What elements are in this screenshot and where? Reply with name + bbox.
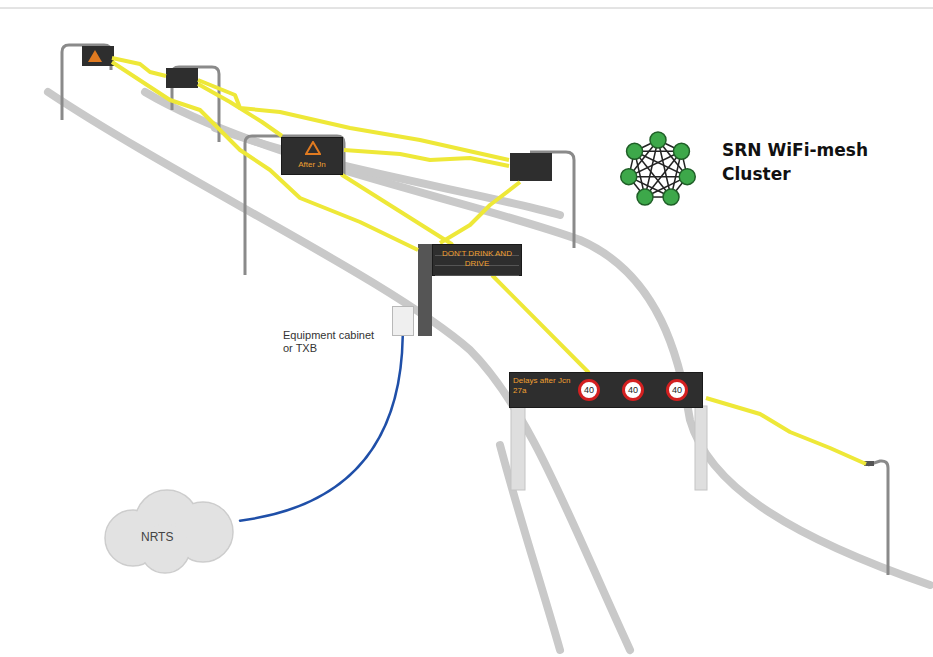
gantry-leg bbox=[511, 406, 525, 490]
node-text: 40 bbox=[628, 385, 638, 395]
gantry-leg bbox=[695, 406, 707, 490]
mesh-link bbox=[342, 175, 451, 244]
mesh-node bbox=[679, 169, 695, 185]
vms-sign: DON'T DRINK AND DRIVE bbox=[432, 244, 522, 276]
gantry-panel: Delays after Jcn 27a 40 40 40 bbox=[509, 372, 703, 408]
mesh-node bbox=[673, 143, 689, 159]
mesh-node bbox=[627, 143, 643, 159]
nrts-cloud: NRTS bbox=[95, 486, 240, 574]
equipment-cabinet: Equipment cabinet or TXB bbox=[392, 306, 414, 336]
cloud-fill bbox=[141, 524, 189, 572]
mesh-node bbox=[663, 189, 679, 205]
vms-sign: After Jn bbox=[281, 137, 343, 175]
sign bbox=[166, 68, 198, 88]
node-text: 40 bbox=[672, 385, 682, 395]
speed-sign: 40 bbox=[622, 379, 644, 401]
gantries bbox=[62, 45, 888, 575]
speed-sign: 40 bbox=[666, 379, 688, 401]
mesh-link bbox=[706, 398, 866, 464]
mesh-node bbox=[650, 132, 666, 148]
roads bbox=[48, 92, 930, 650]
mesh-cluster-icon bbox=[621, 132, 695, 205]
mesh-node bbox=[621, 169, 637, 185]
node-text: 40 bbox=[584, 385, 594, 395]
mesh-link bbox=[440, 182, 520, 243]
mesh-link bbox=[493, 276, 588, 372]
lamp-post bbox=[868, 461, 888, 575]
mesh-links bbox=[112, 58, 866, 464]
fibre-link bbox=[240, 336, 403, 521]
warning-triangle bbox=[306, 142, 320, 154]
warning-symbol bbox=[305, 141, 321, 155]
sign bbox=[82, 46, 114, 66]
sign bbox=[510, 153, 552, 181]
legend-text: SRN WiFi-mesh Cluster bbox=[722, 138, 897, 186]
warning-symbol bbox=[88, 50, 102, 62]
speed-sign: 40 bbox=[578, 379, 600, 401]
mesh-link bbox=[112, 62, 418, 250]
node-text: Equipment cabinet or TXB bbox=[283, 329, 383, 355]
node-text: DON'T DRINK AND DRIVE bbox=[436, 249, 518, 269]
mesh-line bbox=[629, 176, 687, 178]
road bbox=[48, 92, 630, 650]
sign-stripe bbox=[435, 275, 519, 276]
road bbox=[500, 445, 560, 650]
node-text: Delays after Jcn 27a bbox=[513, 376, 571, 396]
node-text: After Jn bbox=[284, 160, 340, 170]
top-rule bbox=[0, 8, 933, 9]
sign-pole bbox=[418, 244, 432, 336]
mesh-link bbox=[344, 150, 509, 166]
legend: SRN WiFi-mesh Cluster bbox=[722, 138, 897, 186]
node-text: NRTS bbox=[141, 530, 173, 544]
mesh-link bbox=[198, 80, 509, 160]
mesh-node bbox=[637, 189, 653, 205]
gantry bbox=[245, 136, 344, 275]
mesh-link bbox=[198, 84, 282, 136]
